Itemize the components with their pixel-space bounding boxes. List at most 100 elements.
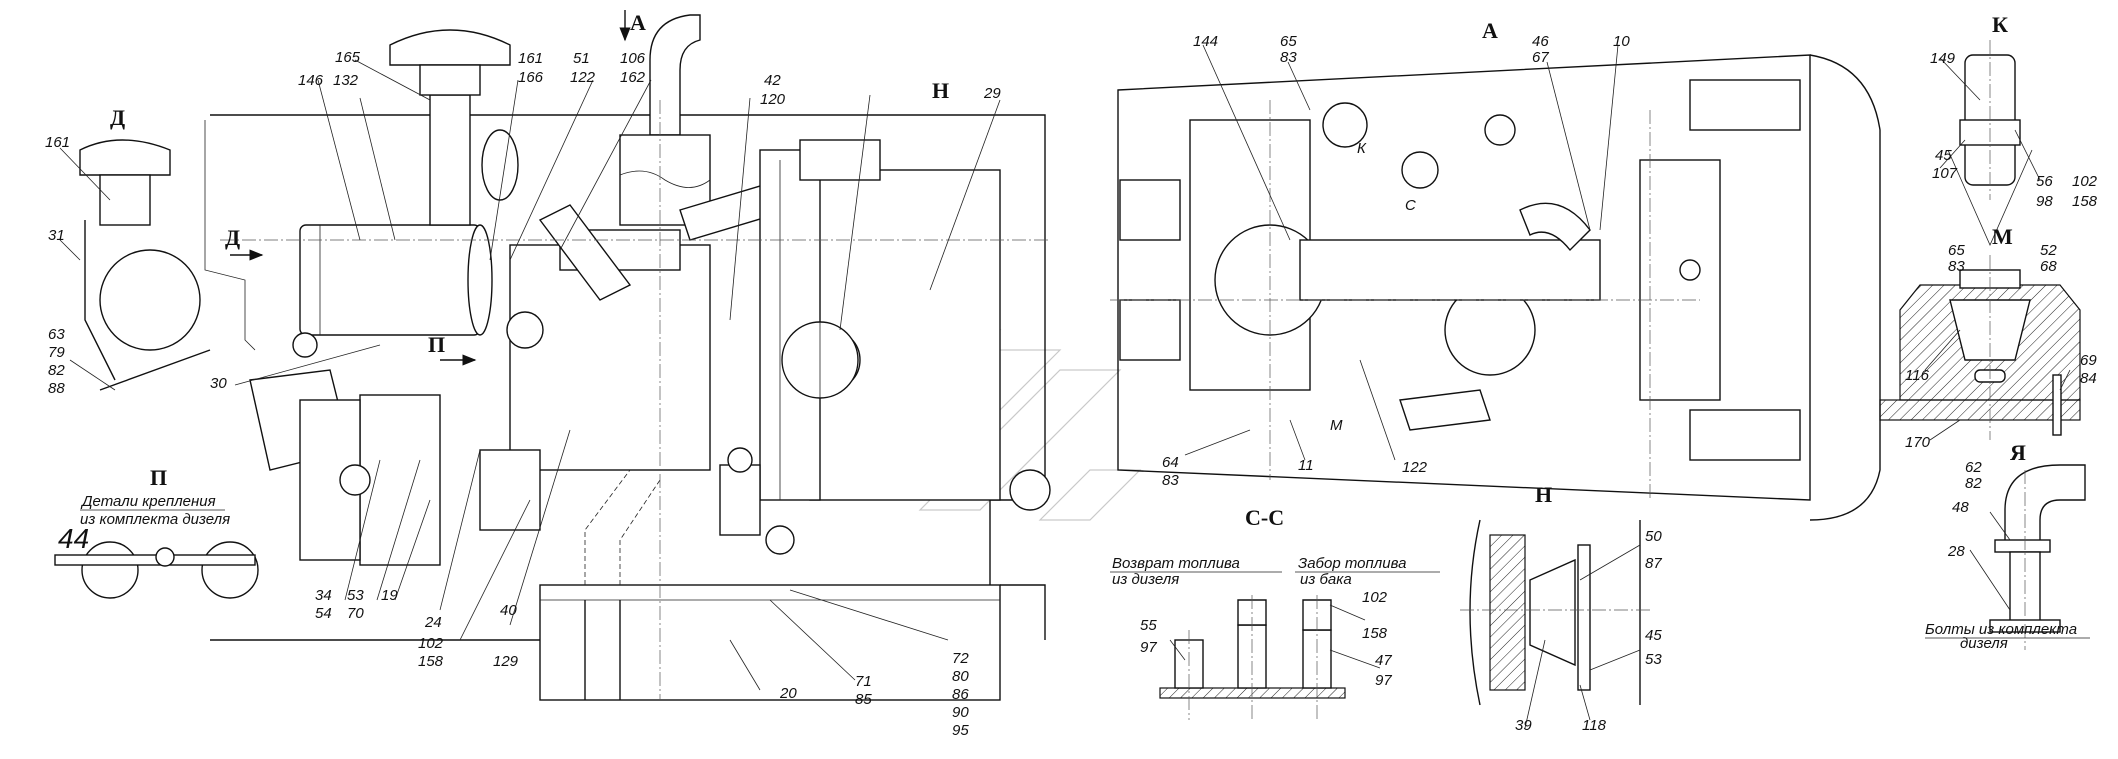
view-title-p: П — [150, 465, 167, 490]
callout-45: 45 — [1935, 147, 1952, 164]
callout-88: 88 — [48, 380, 65, 397]
view-titles: А А К М Д Д П П С-С Н Н Я К С М — [110, 10, 2026, 530]
callout-146: 146 — [298, 72, 324, 89]
callout-48: 48 — [1952, 499, 1969, 516]
marker-k-small: К — [1357, 140, 1367, 157]
view-d — [79, 120, 256, 391]
callout-129: 129 — [493, 653, 519, 670]
callout-116: 116 — [1905, 367, 1930, 384]
callout-46: 46 — [1532, 33, 1549, 50]
callout-162: 162 — [620, 69, 646, 86]
callout-51: 51 — [573, 50, 590, 67]
note-p-line2: из комплекта дизеля — [80, 511, 230, 528]
callout-86: 86 — [952, 686, 969, 703]
callout-79: 79 — [48, 344, 65, 361]
callout-47: 47 — [1375, 652, 1392, 669]
callout-149: 149 — [1930, 50, 1956, 67]
callout-53b: 53 — [1645, 651, 1662, 668]
callout-19: 19 — [381, 587, 398, 604]
callout-65: 65 — [1280, 33, 1297, 50]
callout-55: 55 — [1140, 617, 1157, 634]
callout-31: 31 — [48, 227, 65, 244]
callout-44: 44 — [58, 523, 89, 554]
callout-29: 29 — [983, 85, 1001, 102]
callout-28: 28 — [1947, 543, 1965, 560]
view-title-n: Н — [1535, 482, 1552, 507]
note-bolts-2: дизеля — [1960, 635, 2008, 652]
note-fuel-supply-2: из бака — [1300, 571, 1352, 588]
leader-lines — [59, 44, 2071, 729]
callout-102: 102 — [418, 635, 444, 652]
callout-53: 53 — [347, 587, 364, 604]
callout-34: 34 — [315, 587, 332, 604]
callout-90: 90 — [952, 704, 969, 721]
callout-158: 158 — [418, 653, 444, 670]
view-a — [1110, 54, 1881, 521]
callout-83m: 83 — [1948, 258, 1965, 275]
callout-144: 144 — [1193, 33, 1218, 50]
callout-62: 62 — [1965, 459, 1982, 476]
callout-labels: 161 31 63 79 82 88 165 146 132 161 166 5… — [45, 33, 2098, 739]
callout-97: 97 — [1140, 639, 1157, 656]
notes: Детали крепления из комплекта дизеля Воз… — [80, 493, 2090, 652]
callout-132: 132 — [333, 72, 359, 89]
callout-161: 161 — [45, 134, 70, 151]
main-side-view — [210, 10, 1051, 701]
callout-82: 82 — [48, 362, 65, 379]
section-cc — [1159, 595, 1346, 720]
view-k — [1947, 40, 2033, 246]
callout-63: 63 — [48, 326, 65, 343]
note-fuel-supply-1: Забор топлива — [1298, 555, 1406, 572]
note-fuel-return-1: Возврат топлива — [1112, 555, 1240, 572]
view-ya — [1989, 464, 2086, 650]
callout-10: 10 — [1613, 33, 1630, 50]
callout-56: 56 — [2036, 173, 2053, 190]
callout-82b: 82 — [1965, 475, 1982, 492]
callout-102b: 102 — [2072, 173, 2098, 190]
view-title-a-top: А — [630, 10, 646, 35]
callout-122b: 122 — [1402, 459, 1428, 476]
callout-83b: 83 — [1162, 472, 1179, 489]
callout-30: 30 — [210, 375, 227, 392]
callout-165: 165 — [335, 49, 361, 66]
callout-118: 118 — [1582, 717, 1607, 734]
callout-98: 98 — [2036, 193, 2053, 210]
callout-24: 24 — [424, 614, 442, 631]
callout-67: 67 — [1532, 49, 1549, 66]
callout-71: 71 — [855, 673, 872, 690]
callout-80: 80 — [952, 668, 969, 685]
callout-158c: 158 — [1362, 625, 1388, 642]
callout-50: 50 — [1645, 528, 1662, 545]
view-title-d: Д — [110, 105, 125, 130]
callout-20: 20 — [779, 685, 797, 702]
view-p — [54, 541, 259, 599]
view-title-a-right: А — [1482, 18, 1498, 43]
view-title-k: К — [1992, 12, 2008, 37]
callout-45b: 45 — [1645, 627, 1662, 644]
callout-97b: 97 — [1375, 672, 1392, 689]
note-p-line1: Детали крепления — [80, 493, 216, 510]
callout-52: 52 — [2040, 242, 2057, 259]
marker-h: Н — [932, 78, 949, 103]
callout-68: 68 — [2040, 258, 2057, 275]
callout-107: 107 — [1932, 165, 1958, 182]
callout-40: 40 — [500, 602, 517, 619]
arrow-label-d: Д — [225, 225, 240, 250]
note-bolts-1: Болты из комплекта — [1925, 621, 2077, 638]
marker-m-small: М — [1330, 417, 1343, 434]
view-title-ya: Я — [2010, 440, 2026, 465]
marker-c-small: С — [1405, 197, 1416, 214]
callout-42: 42 — [764, 72, 781, 89]
callout-95: 95 — [952, 722, 969, 739]
callout-39: 39 — [1515, 717, 1532, 734]
callout-87: 87 — [1645, 555, 1662, 572]
callout-106: 106 — [620, 50, 646, 67]
callout-170: 170 — [1905, 434, 1931, 451]
section-n — [1460, 519, 1650, 706]
note-fuel-return-2: из дизеля — [1112, 571, 1179, 588]
callout-54: 54 — [315, 605, 332, 622]
view-m — [1879, 255, 2081, 440]
callout-120: 120 — [760, 91, 786, 108]
callout-166: 166 — [518, 69, 544, 86]
